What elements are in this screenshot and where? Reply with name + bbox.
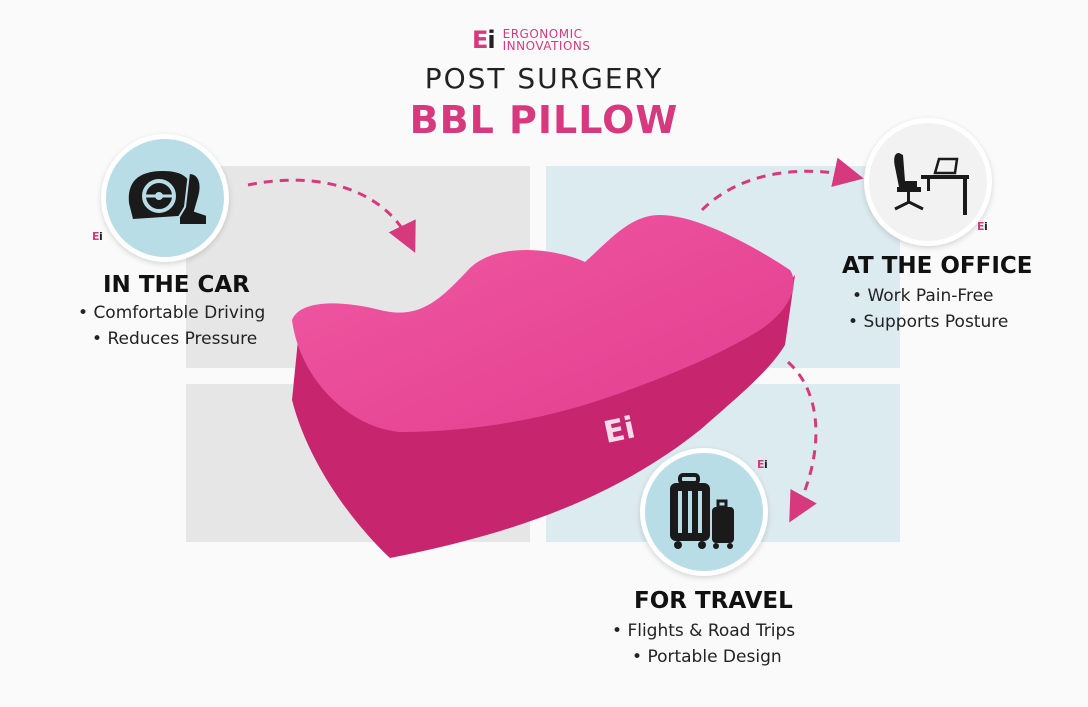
car-heading: IN THE CAR [103,272,250,298]
brand: Ei ERGONOMIC INNOVATIONS [472,26,591,54]
office-bullet-1: Work Pain-Free [852,283,1008,309]
brand-name-line2: INNOVATIONS [502,39,591,53]
brand-name-line1: ERGONOMIC [502,27,583,41]
page-title: BBL PILLOW [409,98,679,142]
office-mini-logo: Ei [977,220,988,233]
arrow-travel [786,360,818,523]
car-bullets: Comfortable Driving Reduces Pressure [78,300,265,352]
pillow-image: Ei [292,215,795,558]
office-icon-circle [864,118,992,246]
travel-icon-circle [640,448,768,576]
arrow-car [247,178,416,253]
arrow-office [700,157,864,212]
brand-logo: Ei [472,26,496,54]
pillow-logo: Ei [601,410,638,451]
travel-mini-logo: Ei [757,458,768,471]
office-bullet-2: Supports Posture [848,309,1008,335]
car-bullet-2: Reduces Pressure [78,326,265,352]
office-desk-icon [894,153,969,215]
travel-bullet-1: Flights & Road Trips [612,618,795,644]
office-heading: AT THE OFFICE [842,253,1033,279]
travel-heading: FOR TRAVEL [634,588,793,614]
office-bullets: Work Pain-Free Supports Posture [852,283,1008,335]
travel-bullets: Flights & Road Trips Portable Design [612,618,795,670]
car-seat-icon [128,171,207,226]
car-icon-circle [101,134,229,262]
car-bullet-1: Comfortable Driving [78,300,265,326]
luggage-icon [670,473,734,549]
page-subtitle: POST SURGERY [424,62,664,95]
car-mini-logo: Ei [92,230,103,243]
brand-name: ERGONOMIC INNOVATIONS [503,28,591,52]
travel-bullet-2: Portable Design [612,644,795,670]
